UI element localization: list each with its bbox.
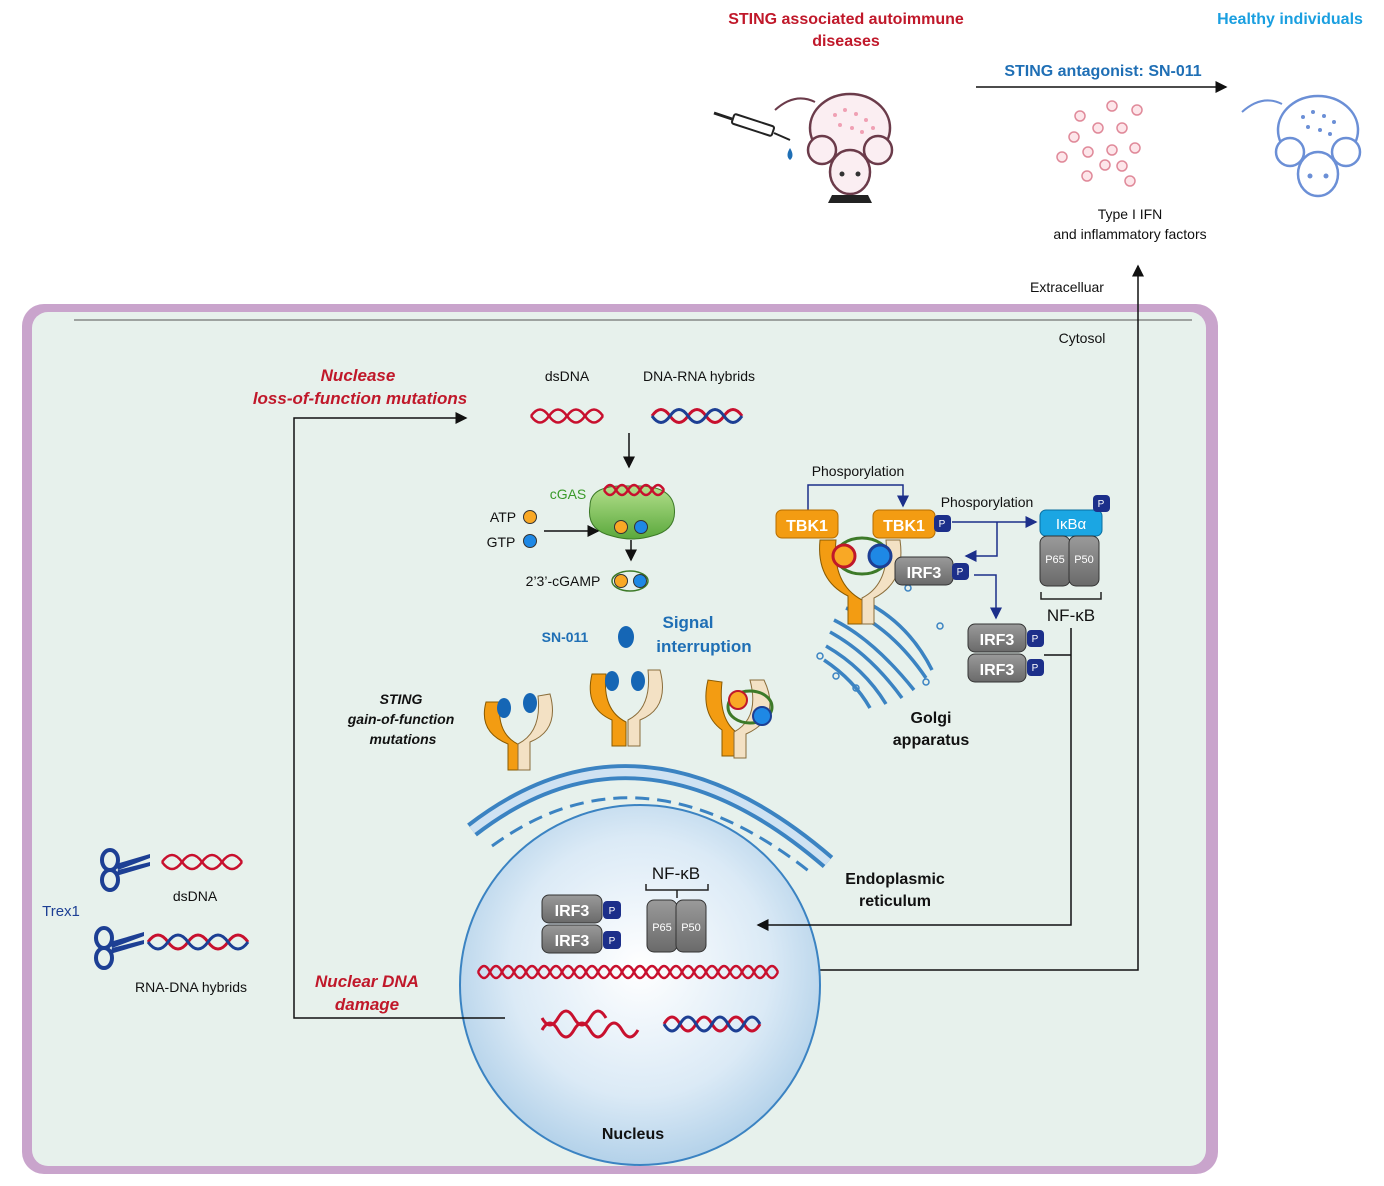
signal-line1: Signal bbox=[662, 613, 713, 632]
phos2-label: Phosporylation bbox=[941, 494, 1034, 510]
signal-line2: interruption bbox=[656, 637, 751, 656]
dsdna-label: dsDNA bbox=[545, 368, 590, 384]
diseased-mouse-icon bbox=[713, 92, 894, 203]
nuclear-irf3-dimer: IRF3 P IRF3 P bbox=[541, 894, 621, 954]
phos1-label: Phosporylation bbox=[812, 463, 905, 479]
cgamp-icon bbox=[611, 570, 649, 592]
nuclease-line1: Nuclease bbox=[321, 366, 396, 385]
sting-dimer-left bbox=[483, 693, 553, 771]
nuclear-damage-arrow bbox=[293, 412, 505, 1019]
nuclear-damage-line2: damage bbox=[335, 995, 399, 1014]
golgi-label-line1: Golgi bbox=[911, 710, 952, 727]
golgi-apparatus bbox=[823, 598, 934, 709]
tbk1-left: TBK1 bbox=[775, 509, 839, 539]
scissors-icon bbox=[94, 926, 144, 970]
tbk1-label: TBK1 bbox=[786, 518, 828, 535]
irf3-label: IRF3 bbox=[555, 903, 590, 920]
p65-label: P65 bbox=[1045, 554, 1065, 566]
cytosolic-hybrid bbox=[650, 408, 744, 424]
damaged-dna bbox=[540, 1009, 762, 1039]
p-badge: P bbox=[957, 567, 964, 578]
sting-mut-line2: gain-of-function bbox=[347, 711, 455, 727]
p-badge: P bbox=[1098, 499, 1105, 510]
trex1-dsdna-label: dsDNA bbox=[173, 888, 218, 904]
scissors-icon bbox=[100, 848, 150, 892]
cytokine-line2: and inflammatory factors bbox=[1053, 226, 1206, 242]
hybrids-label: DNA-RNA hybrids bbox=[643, 368, 755, 384]
cytokine-dots bbox=[1056, 100, 1143, 187]
disease-title-line1: STING associated autoimmune bbox=[728, 11, 964, 28]
ikba-label: IκBα bbox=[1056, 516, 1087, 533]
phos1-arrow bbox=[807, 484, 909, 510]
healthy-title: Healthy individuals bbox=[1217, 11, 1363, 28]
p-badge: P bbox=[939, 519, 946, 530]
irf3-label: IRF3 bbox=[980, 632, 1015, 649]
gtp-label: GTP bbox=[487, 534, 516, 550]
p-badge: P bbox=[609, 936, 616, 947]
atp-icon bbox=[523, 510, 537, 524]
irf3-label: IRF3 bbox=[980, 662, 1015, 679]
sting-mut-line3: mutations bbox=[370, 731, 437, 747]
nuclear-translocation-arrow bbox=[756, 628, 1072, 931]
er-label-line1: Endoplasmic bbox=[845, 871, 945, 888]
cytosolic-dsdna bbox=[529, 408, 605, 424]
irf3-label: IRF3 bbox=[907, 565, 942, 582]
cgas-label: cGAS bbox=[550, 486, 587, 502]
secretion-arrow bbox=[818, 264, 1144, 971]
tbk1-label: TBK1 bbox=[883, 518, 925, 535]
cytokine-line1: Type I IFN bbox=[1098, 206, 1163, 222]
sn011-icon bbox=[618, 626, 634, 648]
endoplasmic-reticulum bbox=[467, 764, 834, 874]
cytosol-label: Cytosol bbox=[1059, 330, 1106, 346]
gtp-icon bbox=[523, 534, 537, 548]
sting-dimer-right bbox=[705, 679, 774, 759]
sn011-label: SN-011 bbox=[542, 629, 589, 645]
nuclear-damage-line1: Nuclear DNA bbox=[315, 972, 419, 991]
extracellular-label: Extracelluar bbox=[1030, 279, 1104, 295]
nuclease-line2: loss-of-function mutations bbox=[253, 389, 467, 408]
antagonist-label: STING antagonist: SN-011 bbox=[1004, 63, 1201, 80]
healthy-mouse-icon bbox=[1241, 94, 1362, 198]
irf3-dimer-cytosol: IRF3 P IRF3 P bbox=[967, 623, 1044, 683]
irf3-label: IRF3 bbox=[555, 933, 590, 950]
trex1-hybrids-label: RNA-DNA hybrids bbox=[135, 979, 247, 995]
p-badge: P bbox=[1032, 663, 1039, 674]
nfkb-label: NF-κB bbox=[1047, 606, 1095, 625]
p65-label: P65 bbox=[652, 922, 672, 934]
p50-label: P50 bbox=[681, 922, 701, 934]
irf3-phos-arrow bbox=[964, 522, 998, 562]
atp-label: ATP bbox=[490, 509, 516, 525]
trex1-hybrid bbox=[146, 933, 250, 951]
p-badge: P bbox=[1032, 634, 1039, 645]
trex1-label: Trex1 bbox=[42, 903, 80, 920]
golgi-label-line2: apparatus bbox=[893, 732, 970, 749]
cgas-enzyme bbox=[588, 483, 676, 540]
p50-label: P50 bbox=[1074, 554, 1094, 566]
cgamp-label: 2’3’-cGAMP bbox=[526, 573, 601, 589]
active-sting-golgi bbox=[819, 536, 902, 625]
sting-dimer-center bbox=[589, 669, 663, 747]
nuclear-nfkb: NF-κB P65 P50 bbox=[645, 864, 709, 953]
er-label-line2: reticulum bbox=[859, 893, 931, 910]
golgi-vesicles bbox=[816, 584, 944, 692]
tbk1-right: TBK1 P bbox=[872, 509, 951, 539]
irf3-cytosol: IRF3 P bbox=[894, 556, 969, 586]
nfkb-label: NF-κB bbox=[652, 864, 700, 883]
nuclear-dna bbox=[476, 964, 780, 980]
sting-mut-line1: STING bbox=[380, 691, 423, 707]
nucleus bbox=[459, 804, 821, 1166]
p-badge: P bbox=[609, 906, 616, 917]
disease-title-line2: diseases bbox=[812, 33, 880, 50]
ikba-nfkb-complex: IκBα P P65 P50 NF-κB bbox=[1039, 495, 1110, 625]
nucleus-label: Nucleus bbox=[602, 1126, 664, 1143]
syringe-icon bbox=[713, 111, 793, 160]
dimerize-arrow bbox=[974, 574, 1002, 620]
trex1-dsdna bbox=[160, 853, 244, 871]
